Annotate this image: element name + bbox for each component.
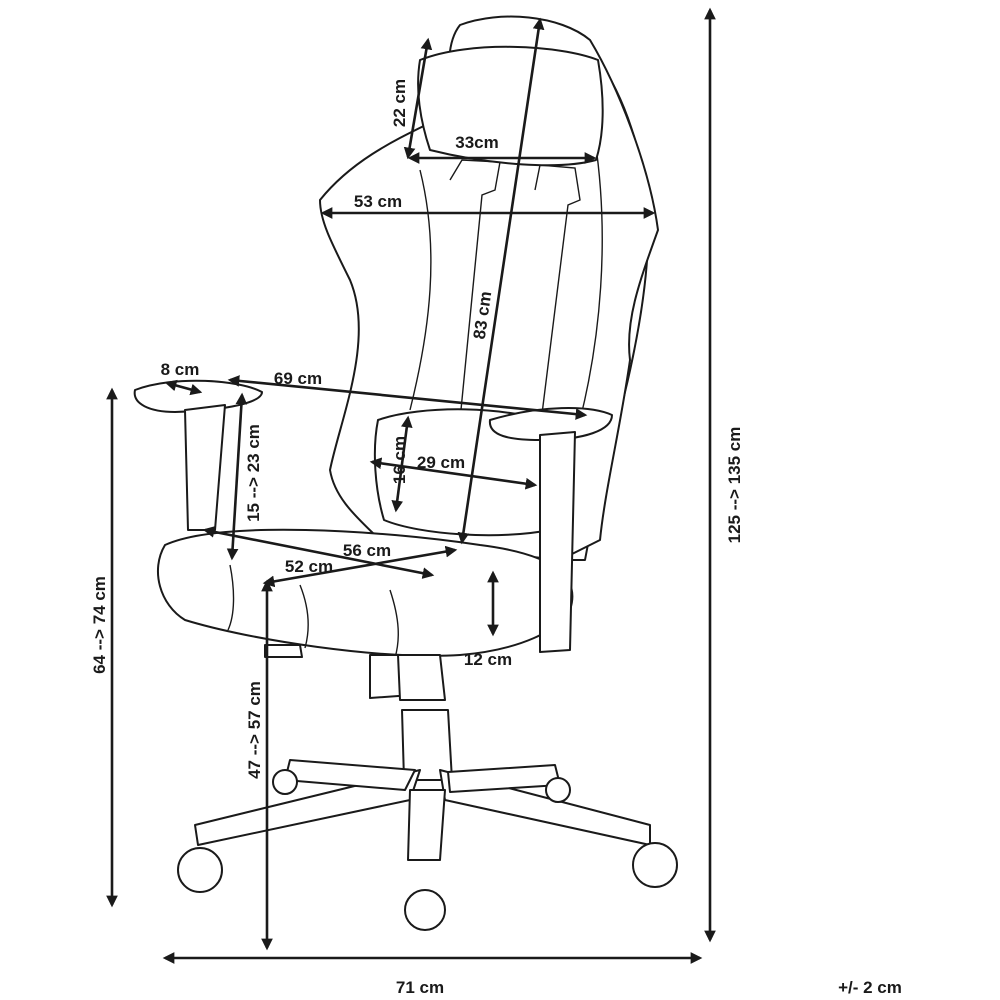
armrest-width-arrow <box>164 379 203 396</box>
headrest-height-label: 22 cm <box>390 79 409 127</box>
headrest-width-label: 33cm <box>455 133 498 152</box>
seat-thickness-label: 12 cm <box>464 650 512 669</box>
lumbar-width-label: 29 cm <box>417 453 465 472</box>
caster-left <box>177 847 223 893</box>
dimension-lines <box>106 7 716 964</box>
caster-back-right <box>545 777 571 803</box>
seat-width-label: 52 cm <box>285 557 333 576</box>
caster-back-left <box>272 769 298 795</box>
backrest-width-label: 53 cm <box>354 192 402 211</box>
lumbar-width-arrow <box>369 457 538 490</box>
backrest-height-arrow <box>457 17 545 545</box>
armrest-width-label: 8 cm <box>161 360 200 379</box>
armrest-adjust-label: 15 --> 23 cm <box>244 424 263 522</box>
seat-depth-label: 56 cm <box>343 541 391 560</box>
armrest-span-arrow <box>227 375 588 420</box>
tolerance-label: +/- 2 cm <box>838 978 902 997</box>
base-width-label: 71 cm <box>396 978 444 997</box>
base-leg-back-right <box>447 764 561 793</box>
seat-height-label: 47 --> 57 cm <box>245 681 264 779</box>
caster-front <box>404 889 446 931</box>
lumbar-height-label: 16 cm <box>390 436 409 484</box>
armrest-span-label: 69 cm <box>274 369 322 388</box>
armrest-right-post <box>539 431 576 653</box>
caster-right <box>632 842 678 888</box>
gas-lift <box>397 654 453 781</box>
headrest-height-arrow <box>403 37 433 160</box>
base-leg-front <box>407 789 446 861</box>
dimension-labels: 125 --> 135 cm 64 --> 74 cm 47 --> 57 cm… <box>90 79 902 997</box>
base-leg-back-left <box>284 759 416 791</box>
armrest-left-post <box>184 404 226 531</box>
total-height-label: 125 --> 135 cm <box>725 427 744 544</box>
armrest-height-label: 64 --> 74 cm <box>90 576 109 674</box>
headrest-pillow <box>417 45 604 167</box>
seat-width-arrow <box>262 545 458 588</box>
